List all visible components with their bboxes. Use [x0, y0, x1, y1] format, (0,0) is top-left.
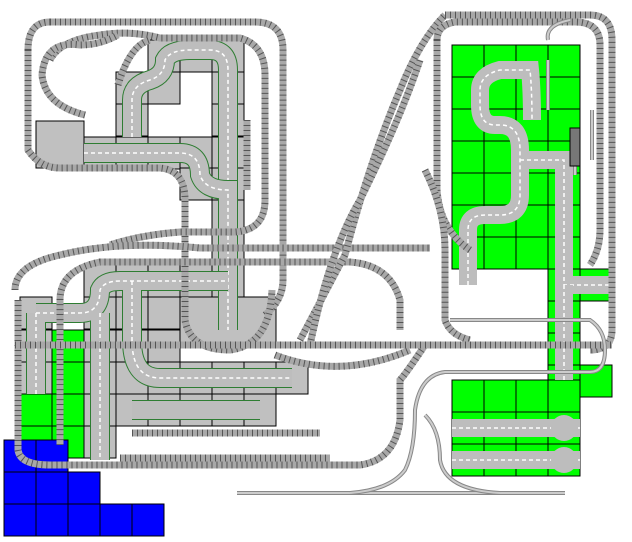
- track: [14, 300, 428, 469]
- track: [421, 168, 471, 344]
- track: [11, 241, 430, 291]
- green-baseplate: [547, 44, 581, 78]
- track: [46, 29, 269, 249]
- roads: [26, 40, 612, 473]
- train-station: [569, 127, 581, 167]
- blue-baseplate: [67, 471, 101, 505]
- track: [38, 31, 120, 119]
- road: [131, 49, 229, 190]
- roundabout: [551, 447, 577, 473]
- gray-baseplate: [147, 296, 181, 330]
- road: [35, 280, 292, 460]
- blue-baseplate: [131, 503, 165, 537]
- track: [306, 58, 424, 346]
- blue-baseplate: [99, 503, 133, 537]
- gray-baseplate: [35, 120, 85, 169]
- track: [433, 18, 604, 267]
- roundabout: [551, 415, 577, 441]
- road: [84, 152, 229, 330]
- track: [273, 346, 412, 370]
- green-baseplate: [547, 379, 581, 413]
- blue-baseplate: [3, 503, 37, 537]
- track: [545, 18, 571, 110]
- track: [296, 12, 448, 342]
- green-baseplate: [515, 379, 549, 413]
- green-baseplate: [483, 140, 517, 174]
- track: [349, 318, 608, 495]
- green-baseplate: [483, 236, 517, 270]
- green-baseplate: [483, 379, 517, 413]
- track: [24, 18, 276, 354]
- track: [50, 18, 287, 318]
- green-baseplate: [547, 76, 581, 110]
- green-baseplate: [451, 172, 485, 206]
- green-baseplate: [515, 236, 549, 270]
- green-baseplate: [19, 393, 53, 427]
- blue-baseplate: [67, 503, 101, 537]
- green-baseplate: [451, 379, 485, 413]
- track: [114, 36, 152, 87]
- green-baseplate: [451, 140, 485, 174]
- track: [56, 258, 404, 445]
- track: [423, 413, 501, 495]
- blue-baseplate: [35, 503, 69, 537]
- road: [467, 69, 612, 286]
- blue-baseplate: [35, 471, 69, 505]
- tracks: [11, 11, 616, 495]
- blue-baseplate: [3, 471, 37, 505]
